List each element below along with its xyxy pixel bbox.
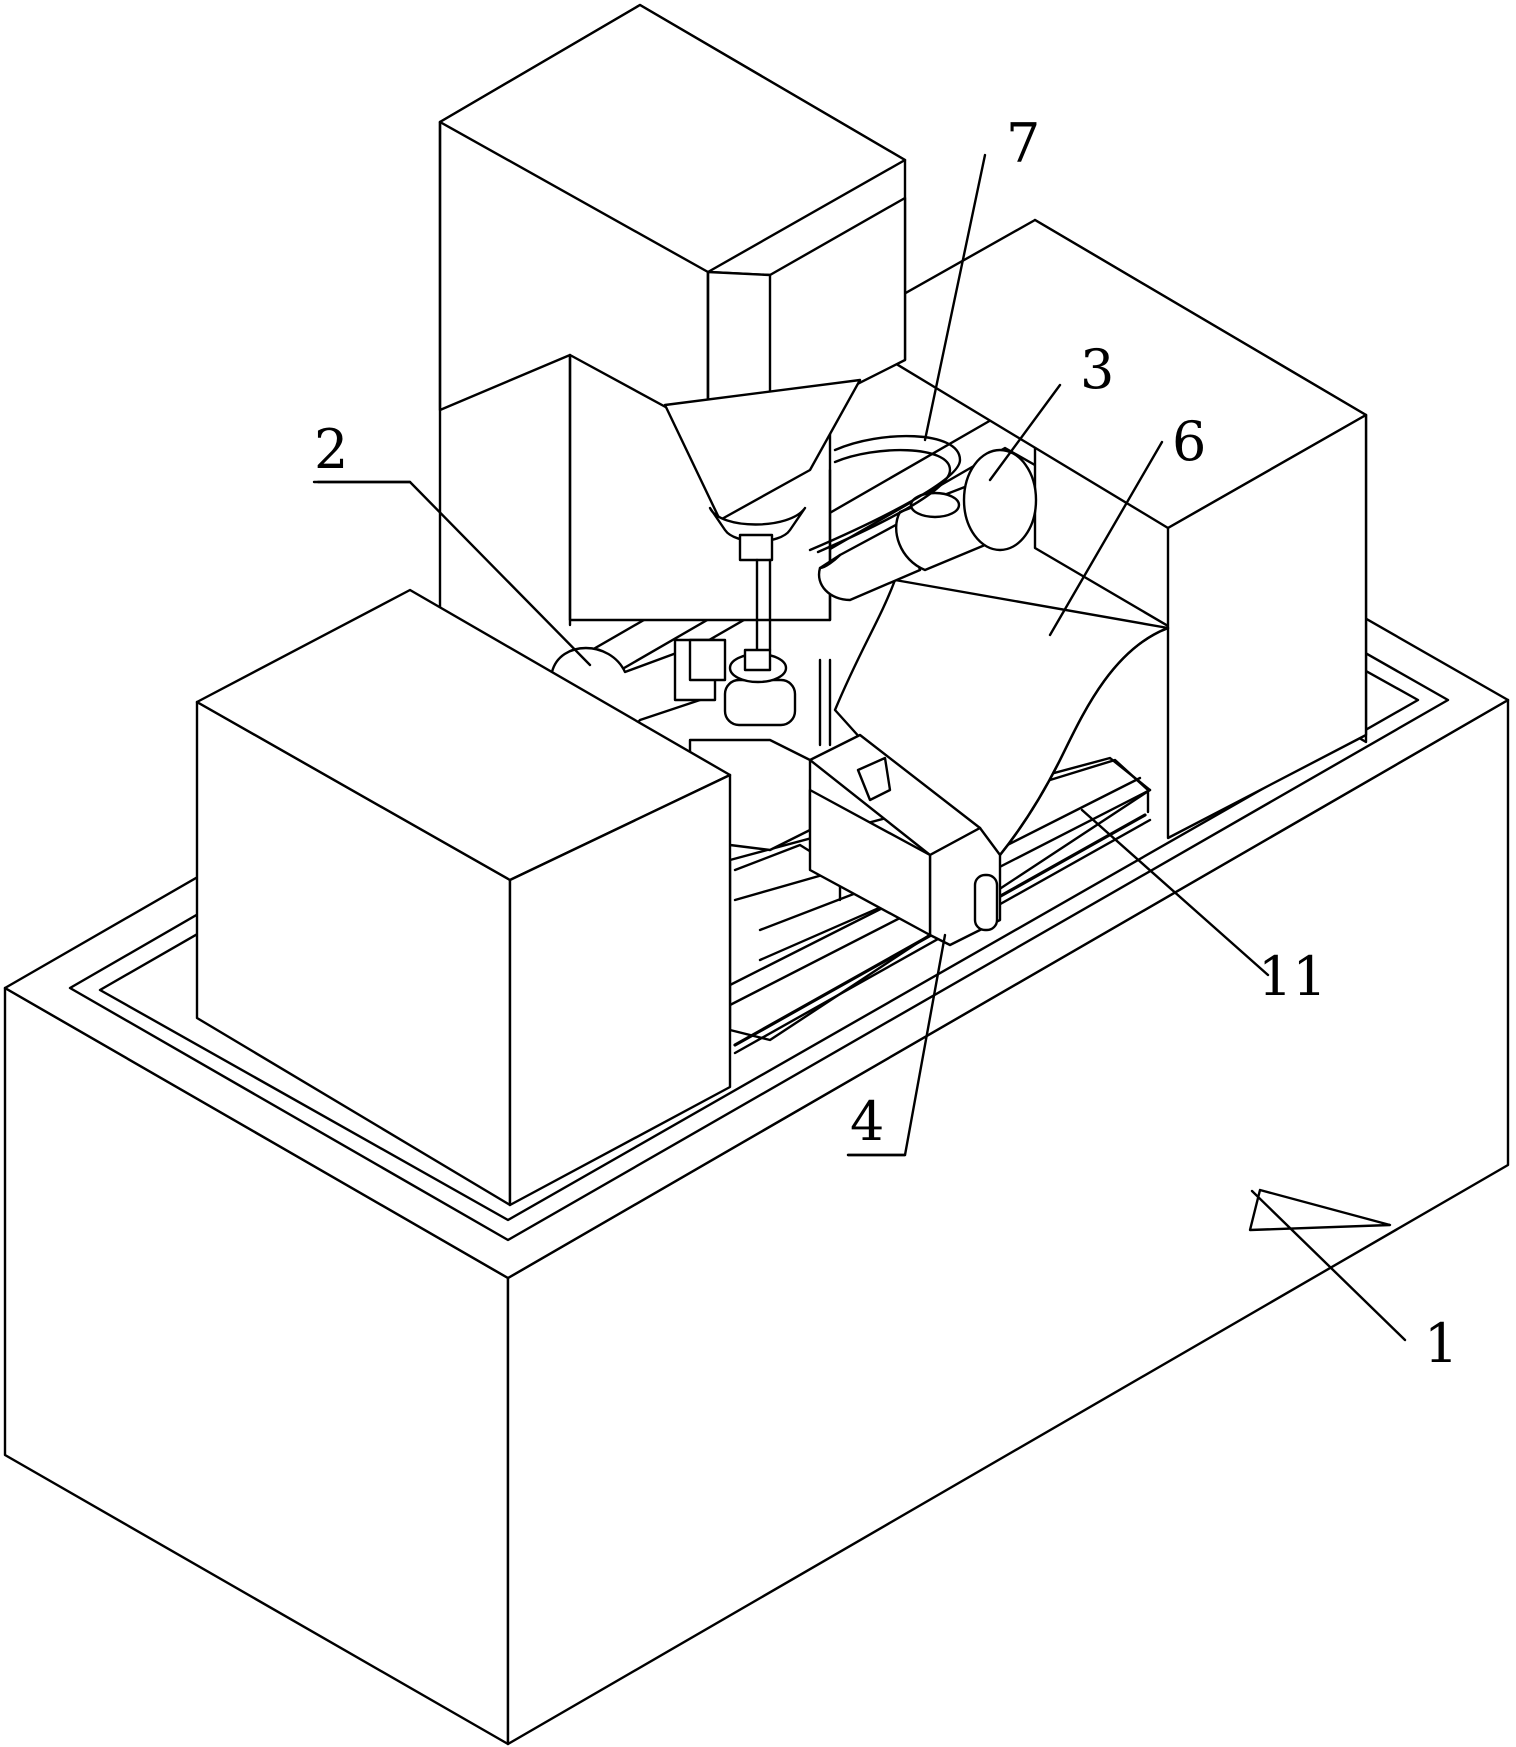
leader-7	[923, 153, 987, 442]
callout-1: 1	[1424, 1312, 1458, 1375]
callout-7: 7	[1006, 112, 1040, 175]
leader-11	[1080, 808, 1270, 977]
callout-3: 3	[1080, 338, 1114, 401]
spindle-head	[663, 196, 907, 652]
right-housing	[838, 218, 1368, 840]
callout-4: 4	[850, 1090, 884, 1153]
callout-labels: 1 2 3 4 6 7 11	[312, 112, 1458, 1375]
callout-6: 6	[1172, 410, 1206, 473]
leader-1-line	[1250, 1189, 1407, 1342]
right-spindle	[808, 434, 1038, 602]
left-housing	[195, 588, 732, 1207]
leader-6	[1048, 440, 1164, 637]
carriage	[808, 658, 1002, 947]
leader-1	[1248, 1188, 1392, 1232]
callout-11: 11	[1258, 945, 1327, 1008]
leader-3	[988, 383, 1062, 482]
callout-2: 2	[314, 418, 348, 481]
